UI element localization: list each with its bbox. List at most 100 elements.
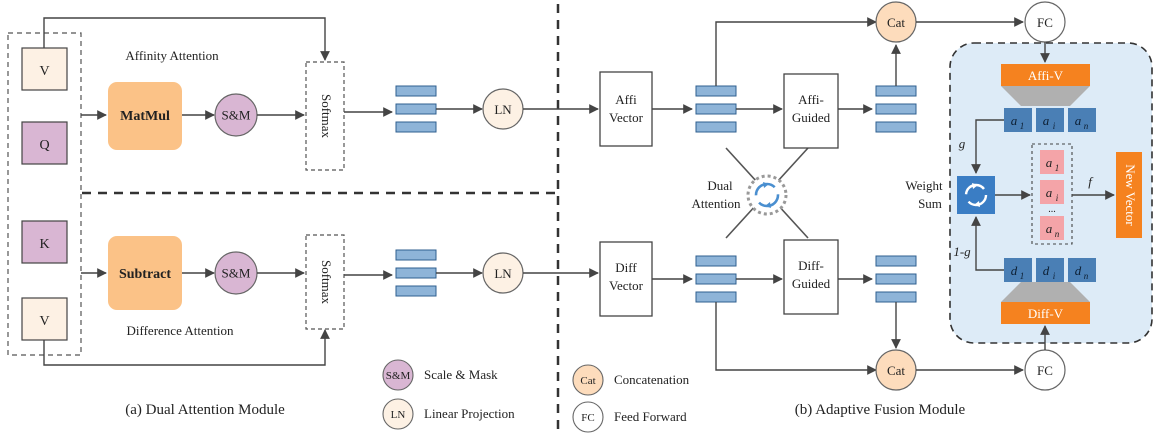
legend-key: FC: [581, 412, 594, 424]
arrow-diff-stack-to-cat: [715, 302, 877, 375]
diff-guided-label: Guided: [792, 276, 831, 291]
arrow-g: [971, 119, 1004, 174]
cat-label: Cat: [887, 363, 905, 378]
d-cell-sub: i: [1053, 271, 1056, 281]
softmax-label: Softmax: [319, 260, 334, 305]
ellipsis: ...: [1048, 204, 1056, 215]
fused-cells-box: [1031, 143, 1073, 245]
legend-scale-mask: S&M Scale & Mask: [382, 359, 498, 391]
sync-icon: [765, 202, 771, 208]
sync-icon: [763, 182, 769, 188]
legend-desc: Linear Projection: [424, 406, 515, 421]
vector-stack-out-diff: [875, 255, 917, 303]
softmax-label: Softmax: [319, 94, 334, 139]
dual-attention-label: Attention: [691, 196, 741, 211]
d-cell-sub: n: [1084, 271, 1089, 281]
fused-cell-label: a: [1046, 155, 1053, 170]
legend-linear-projection: LN Linear Projection: [382, 398, 515, 430]
weight-sum-label: Sum: [918, 196, 942, 211]
one-minus-g-label: 1-g: [953, 244, 971, 259]
ln-node-bottom: LN: [482, 252, 524, 294]
d-cell-sub: 1: [1020, 271, 1025, 281]
d-cell-label: d: [1043, 263, 1050, 278]
matmul-label: MatMul: [120, 109, 170, 124]
diff-v-label: Diff-V: [1028, 306, 1064, 321]
scale-mask-label: S&M: [222, 266, 251, 281]
difference-attention-label: Difference Attention: [127, 323, 234, 338]
arrow-affi-stack-to-cat: [715, 17, 877, 86]
legend-desc: Scale & Mask: [424, 367, 498, 382]
legend-key: S&M: [386, 370, 411, 382]
fused-cell-sub: i: [1056, 193, 1059, 203]
fc-node-top: FC: [1024, 1, 1066, 43]
v-bypass-arrow-top: [43, 17, 330, 61]
cat-node-top: Cat: [875, 1, 917, 43]
f-label: f: [1088, 174, 1094, 189]
diff-vector-label: Vector: [609, 278, 644, 293]
input-box-k: K: [21, 220, 68, 264]
cat-node-bottom: Cat: [875, 349, 917, 391]
affi-guided-box: Affi- Guided: [783, 73, 839, 149]
refresh-icon: [972, 183, 978, 189]
module-b-title: (b) Adaptive Fusion Module: [795, 402, 966, 418]
fc-label: FC: [1037, 363, 1053, 378]
new-vector-block: New Vector: [1116, 152, 1142, 238]
fc-label: FC: [1037, 15, 1053, 30]
legend-desc: Feed Forward: [614, 409, 687, 424]
weight-sum-label: Weight: [905, 178, 943, 193]
module-a-title: (a) Dual Attention Module: [125, 402, 285, 418]
arrow-one-minus-g: [971, 216, 1004, 271]
fused-cell-sub: n: [1055, 229, 1060, 239]
fused-cell-label: a: [1046, 185, 1053, 200]
ln-label: LN: [494, 102, 512, 117]
diff-guided-label: Diff-: [798, 258, 824, 273]
weight-sum-node: [957, 176, 995, 214]
input-label: V: [39, 64, 49, 79]
ln-label: LN: [494, 266, 512, 281]
a-cell-label: a: [1075, 113, 1082, 128]
a-cell-sub: n: [1084, 121, 1089, 131]
diff-vector-box: Diff Vector: [599, 241, 653, 317]
fused-cell-sub: 1: [1055, 163, 1060, 173]
diff-vector-label: Diff: [615, 260, 637, 275]
legend-feed-forward: FC Feed Forward: [572, 401, 687, 433]
refresh-icon: [974, 201, 980, 207]
input-label: K: [39, 237, 49, 252]
affi-vector-label: Vector: [609, 110, 644, 125]
subtract-block: Subtract: [108, 236, 182, 310]
affi-v-block: Affi-V: [1001, 64, 1090, 106]
legend-desc: Concatenation: [614, 372, 690, 387]
v-bypass-arrow-bottom: [43, 329, 330, 366]
d-cell-label: d: [1075, 263, 1082, 278]
a-cell-sub: i: [1053, 121, 1056, 131]
affi-guided-label: Guided: [792, 110, 831, 125]
scale-mask-label: S&M: [222, 108, 251, 123]
softmax-box-top: Softmax: [305, 61, 345, 171]
input-box-v-bottom: V: [21, 297, 68, 341]
a-cell-label: a: [1011, 113, 1018, 128]
scale-mask-node-top: S&M: [214, 93, 258, 137]
input-label: V: [39, 314, 49, 329]
fc-node-bottom: FC: [1024, 349, 1066, 391]
legend-key: LN: [391, 409, 406, 421]
affi-guided-label: Affi-: [798, 92, 824, 107]
dual-attention-label: Dual: [707, 178, 733, 193]
fused-cell-column: a 1 a i ... a n: [1040, 150, 1064, 240]
a-cell-sub: 1: [1020, 121, 1025, 131]
a-cell-label: a: [1043, 113, 1050, 128]
ln-node-top: LN: [482, 88, 524, 130]
cat-label: Cat: [887, 15, 905, 30]
affi-v-label: Affi-V: [1028, 68, 1064, 83]
new-vector-label: New Vector: [1123, 164, 1138, 226]
input-box-v-top: V: [21, 47, 68, 91]
input-box-q: Q: [21, 121, 68, 165]
diff-guided-box: Diff- Guided: [783, 239, 839, 315]
vector-stack-b-affi: [695, 85, 737, 133]
g-label: g: [959, 136, 966, 151]
scale-mask-node-bottom: S&M: [214, 251, 258, 295]
legend-concatenation: Cat Concatenation: [572, 364, 690, 396]
affinity-attention-label: Affinity Attention: [125, 48, 219, 63]
matmul-block: MatMul: [108, 82, 182, 150]
a-cell-row: a 1 a i a n: [1004, 108, 1096, 132]
vector-stack-b-diff: [695, 255, 737, 303]
